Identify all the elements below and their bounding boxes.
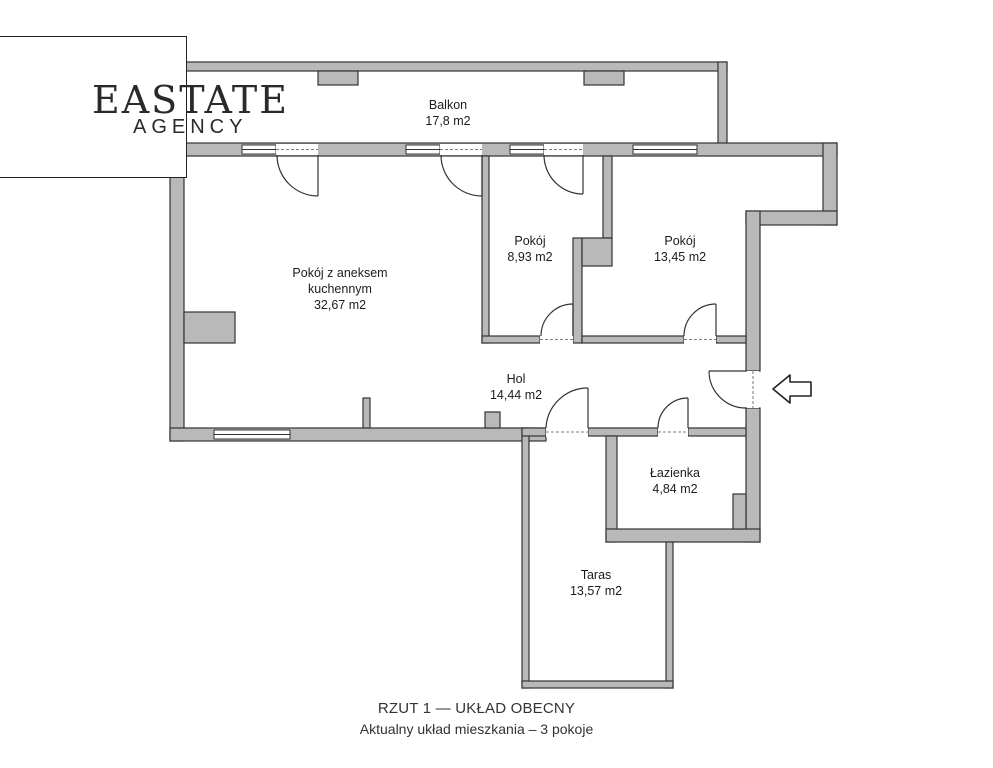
room-name: Taras [580, 568, 612, 582]
room-divider [602, 155, 613, 239]
terrace-bottom-wall [521, 680, 674, 689]
logo-subtitle: AGENCY [133, 116, 248, 138]
caption-subtitle: Aktualny układ mieszkania – 3 pokoje [359, 721, 594, 737]
balcony-wall-right [717, 61, 728, 153]
room-area: 8,93 m2 [507, 250, 553, 264]
living-stub [362, 397, 371, 429]
room-area: 13,45 m2 [653, 250, 707, 264]
room-label-pokoj-1: Pokój 8,93 m2 [507, 233, 552, 265]
logo-wordmark: EASTATE [92, 78, 289, 122]
room-label-lazienka: Łazienka 4,84 m2 [650, 465, 700, 497]
left-pillar [183, 311, 236, 344]
room-name: Hol [506, 372, 526, 386]
plan-caption: RZUT 1 — UKŁAD OBECNY Aktualny układ mie… [0, 700, 973, 737]
room1-bottom-wall [481, 335, 541, 344]
door-thresholds [276, 149, 754, 433]
right-mid-wall [745, 210, 761, 372]
room-name: Pokój [514, 234, 546, 248]
room-name: Pokój [664, 234, 696, 248]
bath-top-wall-right [687, 427, 747, 437]
room-area: 32,67 m2 [313, 298, 367, 312]
room-label-pokoj-2: Pokój 13,45 m2 [654, 233, 706, 265]
terrace-right-wall [665, 541, 674, 689]
room-area: 4,84 m2 [652, 482, 698, 496]
room1-left-wall [481, 155, 490, 344]
windows [213, 144, 698, 440]
caption-title: RZUT 1 — UKŁAD OBECNY [377, 700, 576, 717]
room-label-taras: Taras 13,57 m2 [570, 567, 622, 599]
room-area: 17,8 m2 [425, 114, 471, 128]
room2-bottom-wall-right [715, 335, 747, 344]
divider-pillar [581, 237, 613, 267]
room-label-hol: Hol 14,44 m2 [490, 371, 542, 403]
bath-corner [732, 493, 747, 530]
room-label-living: Pokój z aneksem kuchennym 32,67 m2 [292, 265, 387, 313]
room-name-line-1: Pokój z aneksem [292, 266, 388, 280]
bath-bottom-wall [605, 528, 761, 543]
right-lower-wall [745, 407, 761, 543]
left-wall [169, 142, 185, 442]
room-name-line-2: kuchennym [308, 282, 372, 296]
balcony-bump-right [583, 70, 625, 86]
room-name: Łazienka [649, 466, 701, 480]
hol-pillar [484, 411, 501, 429]
logo-frame [0, 36, 187, 178]
terrace-top-wall [521, 427, 547, 437]
balcony-bump-left [317, 70, 359, 86]
door-swings [276, 154, 747, 429]
room-area: 14,44 m2 [489, 388, 543, 402]
room2-bottom-wall [581, 335, 685, 344]
entrance-arrow-icon [772, 374, 812, 404]
room-name: Balkon [428, 98, 468, 112]
balcony-wall-top [169, 61, 728, 72]
terrace-left-wall [521, 427, 530, 689]
bath-left-wall [605, 435, 618, 543]
room1-right-wall [572, 237, 583, 344]
room-label-balkon: Balkon 17,8 m2 [425, 97, 470, 129]
bath-top-wall [587, 427, 659, 437]
room-area: 13,57 m2 [569, 584, 623, 598]
